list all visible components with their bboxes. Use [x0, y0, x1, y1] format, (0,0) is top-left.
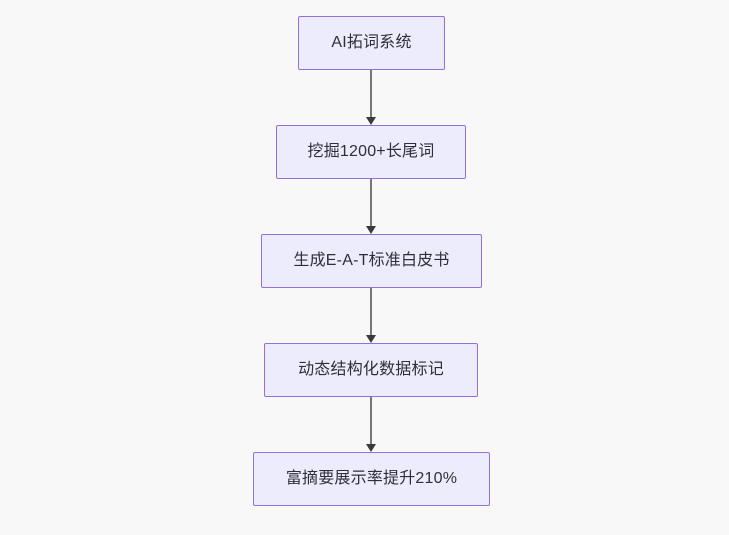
arrowhead-icon: [366, 117, 376, 125]
connector-line: [370, 179, 372, 226]
flow-node-label: 动态结构化数据标记: [298, 361, 444, 378]
connector-node3-node4: [362, 288, 380, 343]
connector-line: [370, 70, 372, 117]
flow-node-label: 富摘要展示率提升210%: [285, 470, 458, 487]
arrowhead-icon: [366, 444, 376, 452]
flow-node-structured-data-markup[interactable]: 动态结构化数据标记: [264, 343, 478, 397]
connector-line: [370, 397, 372, 444]
arrowhead-icon: [366, 226, 376, 234]
connector-node1-node2: [362, 70, 380, 125]
flow-node-rich-snippet-result[interactable]: 富摘要展示率提升210%: [253, 452, 490, 506]
flow-node-label: AI拓词系统: [331, 34, 412, 51]
flow-node-label: 生成E-A-T标准白皮书: [293, 252, 450, 269]
flow-node-ai-keyword-system[interactable]: AI拓词系统: [298, 16, 445, 70]
flow-node-eat-whitepaper[interactable]: 生成E-A-T标准白皮书: [261, 234, 482, 288]
connector-node2-node3: [362, 179, 380, 234]
arrowhead-icon: [366, 335, 376, 343]
flow-node-longtail-keywords[interactable]: 挖掘1200+长尾词: [276, 125, 466, 179]
connector-line: [370, 288, 372, 335]
connector-node4-node5: [362, 397, 380, 452]
flow-node-label: 挖掘1200+长尾词: [307, 143, 435, 160]
